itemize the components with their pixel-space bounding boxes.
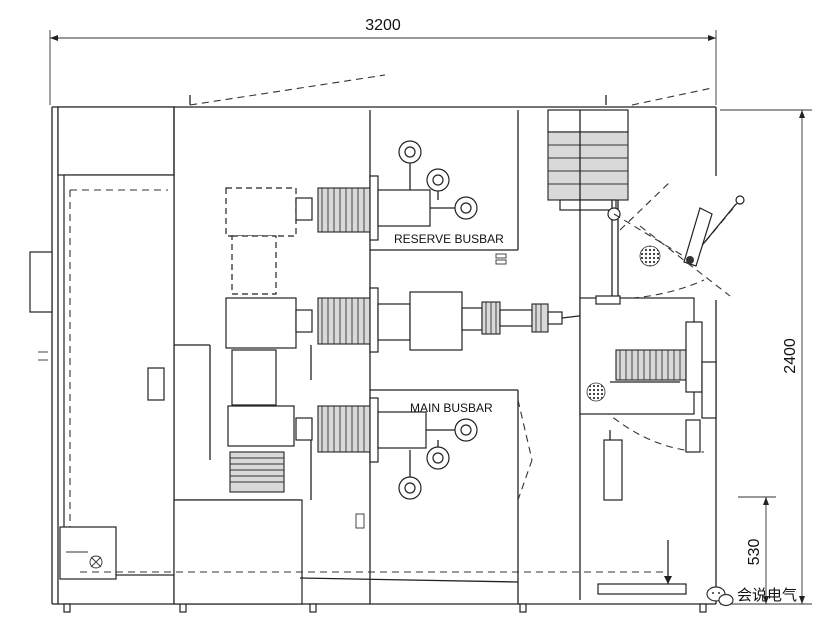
height-dimension: 2400 [720,109,812,605]
breaker-fins [229,451,285,493]
lower-height-dimension: 530 [738,496,776,604]
watermark: 会说电气 [706,586,797,607]
main-busbar-conductors: MAIN BUSBAR [398,401,493,500]
earthing-box [59,526,117,580]
current-transformer [409,291,463,351]
width-dimension-label: 3200 [365,17,401,34]
side-door-panel [29,251,53,313]
height-dimension-label: 2400 [782,338,799,374]
upper-insulator [295,175,431,241]
width-dimension: 3200 [49,17,717,105]
disconnector-arm [595,179,745,453]
wechat-icon [706,586,734,607]
earth-bar [597,583,687,595]
marker-details [355,253,507,529]
middle-insulator [295,287,613,353]
reserve-busbar-label: RESERVE BUSBAR [394,232,504,246]
surge-arrester [603,439,623,501]
cable-compartment [579,295,717,595]
central-compartment [80,110,668,605]
circuit-breaker-column [225,187,312,500]
lower-insulator [295,397,427,463]
roof-outline [189,74,713,106]
lower-height-dimension-label: 530 [746,539,763,566]
reserve-busbar-conductors: RESERVE BUSBAR [394,140,504,246]
main-busbar-label: MAIN BUSBAR [410,401,493,415]
watermark-text: 会说电气 [737,586,797,604]
lv-compartment [29,106,175,604]
